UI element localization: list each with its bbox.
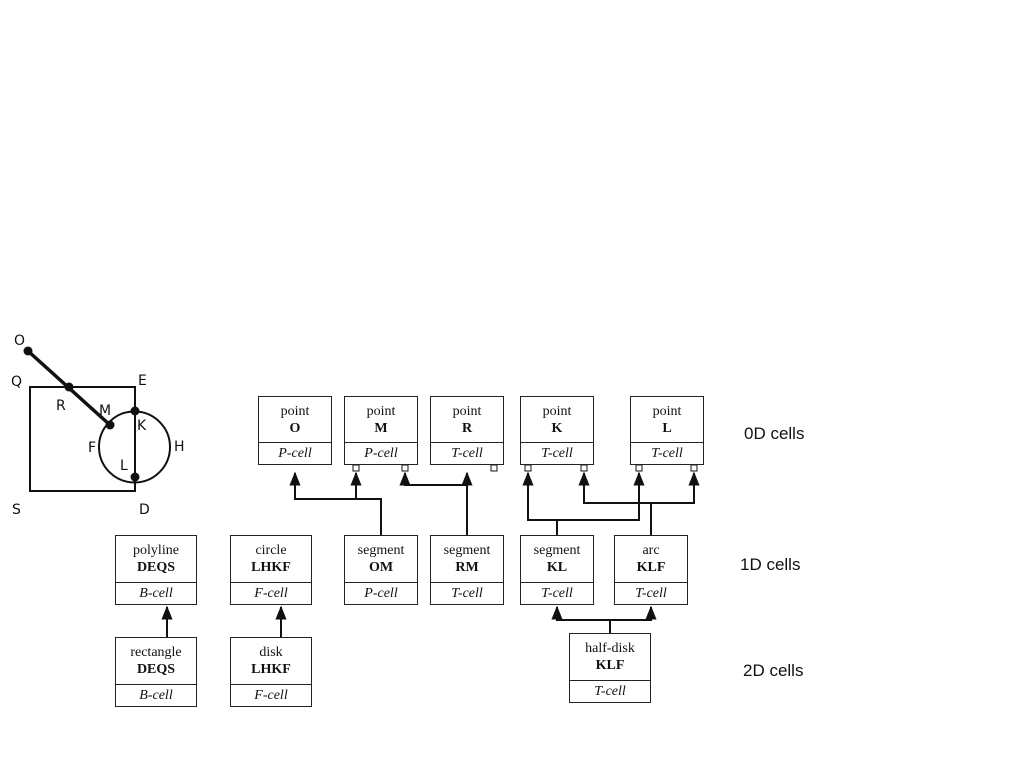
cell-name: O (289, 420, 301, 436)
edge-halfdisk-to-arc (610, 605, 657, 621)
cell-kind: point (542, 403, 572, 419)
cell-kind: point (366, 403, 396, 419)
cell-kind: segment (533, 543, 581, 558)
row-label-1d: 1D cells (740, 555, 801, 574)
cell-name: LHKF (251, 662, 291, 677)
cell-name: LHKF (251, 560, 291, 575)
label-q: Q (11, 374, 22, 390)
cell-name: DEQS (136, 560, 176, 575)
cell-kind: polyline (133, 543, 179, 558)
cell-name: K (551, 420, 563, 436)
port-m-right (401, 464, 409, 472)
port-k-right (580, 464, 588, 472)
point-m-dot (105, 420, 115, 430)
cell-kind: segment (443, 543, 491, 558)
cell-kind: disk (259, 645, 283, 660)
cell-name: KLF (595, 658, 625, 673)
cell-type: B-cell (139, 687, 173, 703)
cell-type: T-cell (541, 585, 573, 601)
cell-kind: half-disk (585, 641, 635, 656)
label-l: L (120, 458, 128, 474)
cell-type: T-cell (451, 445, 483, 461)
cell-name: OM (368, 560, 394, 575)
cell-kind: arc (642, 543, 660, 558)
edge-kl-to-l (557, 471, 645, 521)
edge-om-to-o (289, 471, 382, 535)
edge-halfdisk-to-kl (551, 605, 611, 633)
cell-kind: rectangle (130, 645, 182, 660)
point-k-dot (130, 406, 140, 416)
port-l-right (690, 464, 698, 472)
row-label-2d: 2D cells (743, 661, 804, 680)
port-m-left (352, 464, 360, 472)
cell-name: KLF (636, 560, 666, 575)
cell-type: P-cell (364, 585, 398, 601)
cell-type: B-cell (139, 585, 173, 601)
cell-type: T-cell (594, 683, 626, 699)
port-r-right (490, 464, 498, 472)
edge-kl-to-k (522, 471, 558, 535)
cell-kind: circle (255, 543, 287, 558)
upward-connectors (161, 471, 700, 637)
label-s: S (12, 502, 21, 518)
rectangle-shape (29, 386, 136, 492)
cell-type: T-cell (451, 585, 483, 601)
cell-name: DEQS (136, 662, 176, 677)
label-o: O (14, 333, 25, 349)
cell-type: F-cell (254, 687, 288, 703)
cell-type: P-cell (364, 445, 398, 461)
point-l-dot (130, 472, 140, 482)
cell-name: RM (455, 560, 479, 575)
label-e: E (138, 373, 147, 389)
cell-type: T-cell (541, 445, 573, 461)
cell-kind: point (652, 403, 682, 419)
cell-type: T-cell (651, 445, 683, 461)
label-k: K (137, 418, 147, 434)
port-l-left (635, 464, 643, 472)
cell-type: F-cell (254, 585, 288, 601)
cell-name: R (461, 420, 473, 436)
point-o-dot (23, 346, 33, 356)
point-r-dot (64, 382, 74, 392)
edge-arc-to-l (651, 471, 700, 504)
port-markers (352, 464, 698, 472)
label-f: F (88, 440, 96, 456)
cell-type: P-cell (278, 445, 312, 461)
label-h: H (174, 439, 185, 455)
edge-rm-to-m (399, 471, 468, 535)
port-k-left (524, 464, 532, 472)
cell-kind: segment (357, 543, 405, 558)
label-m: M (99, 403, 111, 419)
cell-name: M (374, 420, 388, 436)
label-r: R (56, 398, 66, 414)
label-d: D (139, 502, 150, 518)
cell-type: T-cell (635, 585, 667, 601)
cell-kind: point (280, 403, 310, 419)
cell-name: KL (546, 560, 568, 575)
edge-arc-to-k (578, 471, 652, 535)
cell-name: L (662, 420, 672, 436)
row-label-0d: 0D cells (744, 424, 805, 443)
cell-kind: point (452, 403, 482, 419)
geometry-sketch: O Q R M E K F H L S D (11, 333, 185, 518)
